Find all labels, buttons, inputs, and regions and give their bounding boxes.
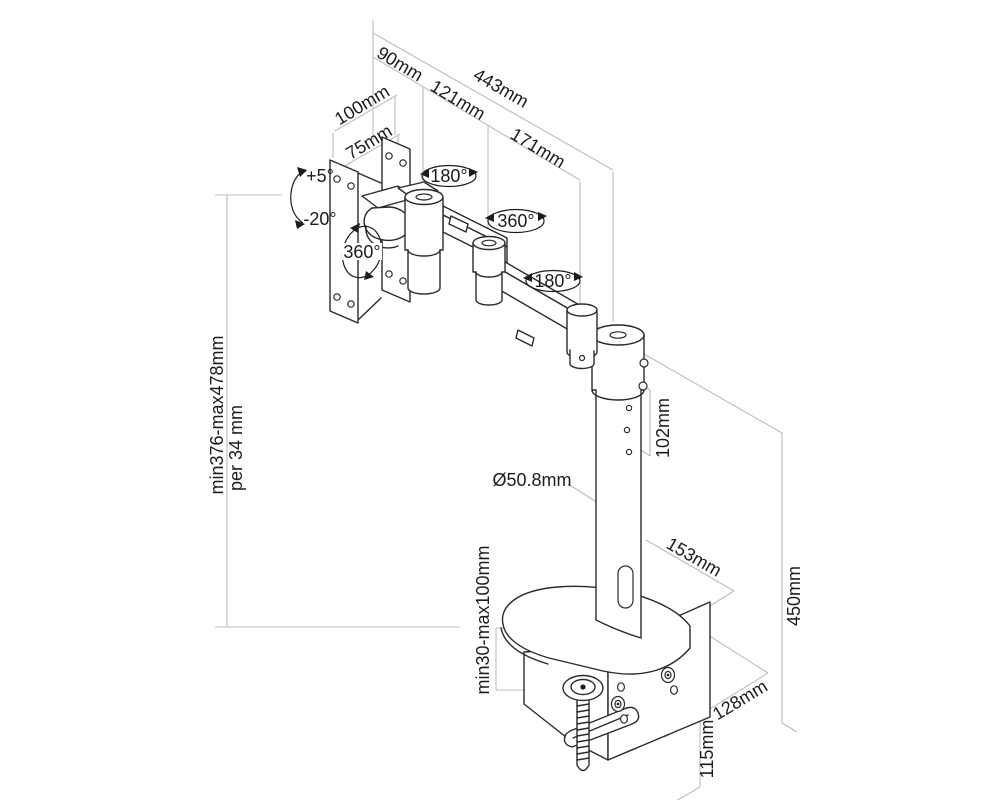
label-tilt-down: -20°	[303, 209, 336, 229]
pole-adjust-hole	[625, 404, 633, 412]
rotate-arrow-icon	[485, 213, 494, 222]
clamp-screw-threads	[576, 703, 590, 761]
pole-adjust-hole	[625, 448, 633, 456]
rotate-arrow-icon	[523, 273, 532, 282]
joint-180-ellipse	[421, 164, 477, 188]
rotate-arrow-icon	[420, 169, 429, 178]
vesa-hole	[347, 182, 355, 190]
pole-top-slot	[609, 331, 627, 339]
label-mid-joint-360: 360°	[497, 211, 534, 231]
vesa-head	[329, 136, 439, 324]
dim-line-100	[334, 94, 398, 132]
joint2-ring	[475, 271, 503, 278]
tilt-arrow-down-icon	[295, 220, 305, 229]
clamp-hole-icon	[669, 685, 678, 695]
label-front-joint-180: 180°	[430, 166, 467, 186]
dim-line-segments	[372, 56, 581, 181]
clamp-screw-dot	[666, 673, 670, 677]
label-171mm: 171mm	[507, 124, 569, 172]
label-102mm: 102mm	[653, 398, 673, 458]
pole	[591, 324, 649, 639]
label-height-range: min376-max478mm	[207, 335, 227, 494]
joint-180-ellipse	[525, 269, 581, 293]
vesa-hole	[385, 152, 393, 160]
dim-line-443	[372, 32, 614, 171]
vesa-hole	[347, 300, 355, 308]
tilt-hinge-cup	[363, 206, 411, 242]
arm1-cable-clip	[448, 215, 469, 233]
dim-line-75	[342, 133, 401, 168]
vesa-hole	[333, 293, 341, 301]
pole-set-screw-icon	[639, 358, 649, 368]
joint2-cap-hole	[481, 239, 497, 247]
clamp-screw-assembly	[562, 674, 604, 772]
pole-cable-slot	[617, 565, 634, 609]
base-plate-thickness-edge	[500, 627, 549, 665]
tick-102-bottom	[640, 449, 651, 457]
label-pole-diameter: Ø50.8mm	[492, 470, 571, 490]
arm-assembly	[404, 188, 598, 370]
swivel-arrow-icon	[350, 223, 360, 233]
vesa-plate-front-strip	[329, 159, 359, 324]
clamp-hole-icon	[616, 682, 625, 692]
pole-set-screw-icon	[638, 381, 648, 391]
tick-450-top	[643, 353, 783, 434]
dim-line-153	[645, 539, 735, 592]
label-head-swivel-360: 360°	[343, 242, 380, 262]
vesa-hole	[385, 270, 393, 278]
vesa-hole	[399, 159, 407, 167]
dimension-labels: 90mm 443mm 121mm 171mm 100mm 75mm +5° -2…	[207, 43, 804, 779]
rotate-arrow-icon	[469, 168, 478, 177]
rotate-arrow-icon	[574, 272, 583, 281]
joint1-cylinder	[404, 196, 444, 295]
label-height-step: per 34 mm	[226, 405, 246, 491]
pole-collar-cap	[566, 303, 598, 317]
pole-adjust-hole	[623, 426, 631, 434]
vesa-hole	[399, 277, 407, 285]
joint-360-ellipse	[487, 208, 545, 234]
pole-collar-ring	[591, 389, 645, 401]
label-115mm: 115mm	[697, 720, 717, 779]
pole-collar-bolt	[578, 354, 586, 362]
label-153mm: 153mm	[663, 533, 725, 580]
label-tilt-up: +5°	[306, 166, 334, 186]
arm2-cable-clip	[515, 329, 535, 347]
label-pole-joint-180: 180°	[534, 271, 571, 291]
swivel-arrow-icon	[364, 271, 374, 280]
joint2-cylinder	[472, 242, 506, 306]
label-clamp-capacity: min30-max100mm	[473, 545, 493, 694]
vesa-plate-connectors	[357, 172, 382, 321]
motion-indicators	[290, 164, 583, 293]
joint1-cap-hole	[415, 193, 433, 201]
ext-line-128	[699, 629, 769, 674]
label-450mm: 450mm	[784, 566, 804, 626]
clamp-screw-center-dot	[580, 684, 586, 690]
clamp-hole-icon	[619, 714, 628, 724]
joint1-ring	[407, 249, 441, 257]
rotate-arrow-icon	[538, 212, 547, 221]
clamp-screw-dot	[616, 702, 620, 706]
label-128mm: 128mm	[709, 676, 771, 724]
tick-115-bottom	[676, 786, 701, 800]
label-halo	[342, 243, 382, 260]
tilt-arrow-up-icon	[297, 167, 307, 177]
vesa-hole	[333, 175, 341, 183]
tick-450-bottom	[781, 722, 798, 733]
